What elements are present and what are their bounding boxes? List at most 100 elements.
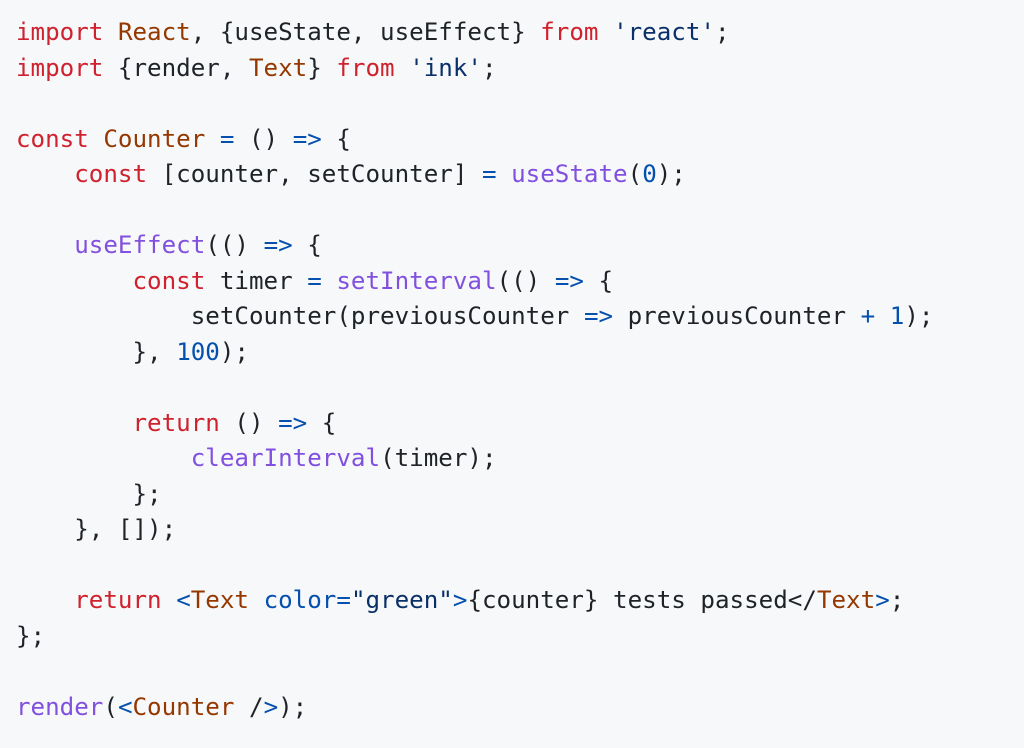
code-token: ); — [904, 302, 934, 330]
code-token: > — [875, 586, 890, 614]
code-token — [89, 125, 104, 153]
code-token: = — [336, 586, 351, 614]
code-line — [16, 193, 933, 229]
code-token — [875, 302, 890, 330]
code-token: (timer); — [380, 444, 497, 472]
code-token: const — [132, 266, 206, 295]
code-token: ; — [482, 53, 497, 82]
code-token: setCounter(previousCounter — [16, 302, 584, 330]
code-token: { — [292, 231, 322, 259]
code-token: }; — [16, 621, 46, 650]
code-token: { — [321, 124, 351, 153]
code-line: const Counter = () => { — [16, 122, 933, 158]
code-token: { — [307, 408, 337, 437]
code-token: React — [117, 18, 191, 46]
code-token: ); — [219, 337, 249, 366]
code-token: Text — [190, 586, 249, 614]
code-token: clearInterval — [190, 444, 381, 472]
code-token: (() — [496, 266, 555, 295]
code-line: import {render, Text} from 'ink'; — [16, 51, 933, 87]
code-token: render — [16, 692, 104, 721]
code-token: ; — [715, 18, 730, 46]
code-token: ; — [889, 586, 905, 614]
code-token — [16, 160, 74, 188]
code-token: ); — [656, 160, 686, 188]
code-token: < — [176, 586, 191, 614]
code-token: {counter} tests passed</ — [467, 586, 817, 614]
code-token: , {useState, useEffect} — [190, 18, 541, 46]
code-token — [162, 586, 177, 614]
code-line — [16, 86, 933, 122]
code-token — [16, 586, 74, 614]
code-token: return — [132, 408, 220, 437]
code-token: from — [336, 53, 395, 82]
code-token: }, — [16, 337, 177, 366]
code-line: }; — [16, 477, 933, 513]
code-line: useEffect(() => { — [16, 228, 933, 264]
code-token: > — [452, 586, 468, 614]
code-line: }; — [16, 619, 933, 655]
code-token: [counter, setCounter] — [147, 160, 482, 188]
code-token: 100 — [176, 337, 220, 366]
code-token: = — [307, 266, 322, 295]
code-token: => — [292, 124, 322, 153]
code-token: } — [307, 53, 337, 82]
code-token: > — [263, 692, 279, 721]
code-token: color — [263, 586, 337, 614]
code-line: return () => { — [16, 406, 933, 442]
code-token: 'ink' — [409, 53, 482, 82]
code-token: import — [16, 53, 104, 82]
code-token — [205, 125, 220, 153]
code-token: 1 — [889, 302, 905, 330]
code-token: () — [234, 124, 293, 153]
code-token — [16, 444, 191, 472]
code-token: { — [583, 266, 614, 295]
code-token: Text — [249, 53, 308, 82]
code-token — [599, 18, 614, 46]
code-token: "green" — [350, 586, 453, 614]
code-token — [16, 409, 133, 437]
code-token: const — [74, 160, 148, 188]
code-token: (() — [205, 231, 264, 259]
code-token: = — [219, 124, 235, 153]
code-block: import React, {useState, useEffect} from… — [16, 15, 933, 725]
code-token: }, []); — [16, 515, 177, 543]
code-token: => — [278, 408, 308, 437]
code-line: const [counter, setCounter] = useState(0… — [16, 157, 933, 193]
code-token: ); — [278, 692, 308, 721]
code-token: {render, — [103, 53, 249, 82]
code-line — [16, 370, 933, 406]
code-token: => — [263, 231, 293, 259]
code-line — [16, 654, 933, 690]
code-token: => — [554, 266, 584, 295]
code-token: () — [219, 408, 279, 437]
code-token — [16, 231, 74, 259]
code-line: setCounter(previousCounter => previousCo… — [16, 299, 934, 335]
code-token: 0 — [642, 160, 657, 188]
code-line: }, 100); — [16, 335, 933, 371]
code-token: from — [540, 18, 599, 46]
code-line: }, []); — [16, 512, 933, 548]
code-token: timer — [205, 266, 308, 295]
code-token — [395, 54, 410, 82]
code-token — [497, 160, 512, 188]
code-token: Counter — [132, 692, 235, 721]
code-token: useEffect — [74, 231, 206, 259]
code-line — [16, 548, 933, 584]
code-token: previousCounter — [613, 302, 861, 330]
code-token: Text — [816, 586, 876, 614]
code-token: 'react' — [613, 18, 715, 46]
code-token: }; — [16, 479, 162, 508]
code-token: ( — [103, 692, 118, 721]
code-token: const — [16, 124, 89, 153]
code-token: ( — [627, 160, 643, 188]
code-token: = — [482, 160, 497, 188]
code-token: / — [234, 692, 264, 721]
code-line: render(<Counter />); — [16, 690, 933, 726]
code-token — [16, 267, 133, 295]
code-token: < — [117, 692, 133, 721]
code-line: clearInterval(timer); — [16, 441, 933, 477]
code-token — [103, 18, 118, 46]
code-line: return <Text color="green">{counter} tes… — [16, 583, 933, 619]
code-token: => — [583, 302, 614, 330]
